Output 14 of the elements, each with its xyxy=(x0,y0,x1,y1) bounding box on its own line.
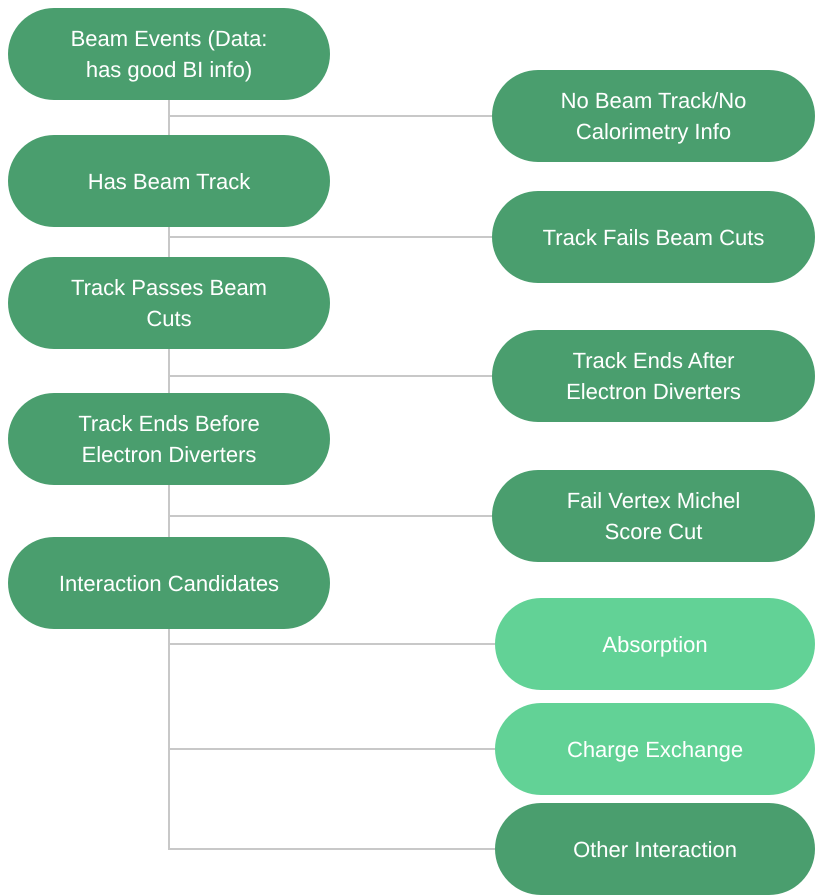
process-box: Interaction Candidates xyxy=(8,537,330,629)
process-box: Fail Vertex Michel Score Cut xyxy=(492,470,815,562)
connector-line xyxy=(168,485,170,537)
process-box: No Beam Track/No Calorimetry Info xyxy=(492,70,815,162)
process-box: Track Ends Before Electron Diverters xyxy=(8,393,330,485)
process-box: Absorption xyxy=(495,598,815,690)
process-box: Other Interaction xyxy=(495,803,815,895)
process-box: Has Beam Track xyxy=(8,135,330,227)
process-box: Charge Exchange xyxy=(495,703,815,795)
process-box: Track Passes Beam Cuts xyxy=(8,257,330,349)
process-box: Track Fails Beam Cuts xyxy=(492,191,815,283)
process-box: Beam Events (Data: has good BI info) xyxy=(8,8,330,100)
connector-line xyxy=(168,100,170,135)
process-box: Track Ends After Electron Diverters xyxy=(492,330,815,422)
